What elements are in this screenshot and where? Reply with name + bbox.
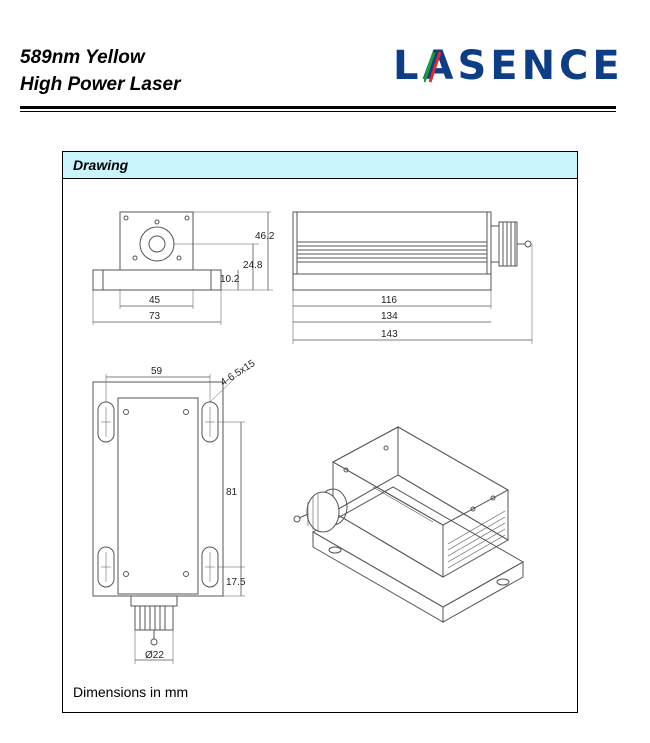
front-view (92, 211, 273, 325)
drawing-heading: Drawing (63, 152, 577, 179)
dim-top-holes: 4-6.5x15 (219, 358, 258, 389)
logo-accent-stripes (424, 51, 442, 83)
dim-front-axis-height: 24.8 (243, 260, 263, 271)
isometric-view (293, 426, 525, 623)
header-rule-thick (20, 106, 616, 109)
title-line-1: 589nm Yellow (20, 47, 145, 68)
drawing-box: Drawing (62, 151, 578, 713)
dim-front-height-total: 46.2 (255, 231, 275, 242)
dim-side-total-length: 143 (381, 329, 398, 340)
dim-side-body-length: 116 (381, 295, 397, 306)
side-view (292, 211, 533, 344)
dim-front-base-height: 10.2 (220, 274, 240, 285)
header-rule-thin (20, 111, 616, 112)
title-line-2: High Power Laser (20, 74, 181, 95)
dim-front-body-width: 45 (149, 295, 161, 306)
product-title: 589nm Yellow High Power Laser (20, 44, 181, 98)
top-view (92, 374, 245, 664)
technical-drawing: 46.2 24.8 10.2 45 73 116 134 143 59 4-6.… (92, 211, 533, 664)
dimensions-note: Dimensions in mm (73, 684, 189, 700)
dim-knob-diameter: Ø22 (145, 650, 164, 661)
dim-top-hole-spacing-length: 81 (226, 487, 238, 498)
dim-top-hole-spacing-width: 59 (151, 366, 163, 377)
dim-side-base-length: 134 (381, 311, 398, 322)
dim-front-base-width: 73 (149, 311, 161, 322)
dim-top-hole-offset: 17.5 (226, 577, 246, 588)
